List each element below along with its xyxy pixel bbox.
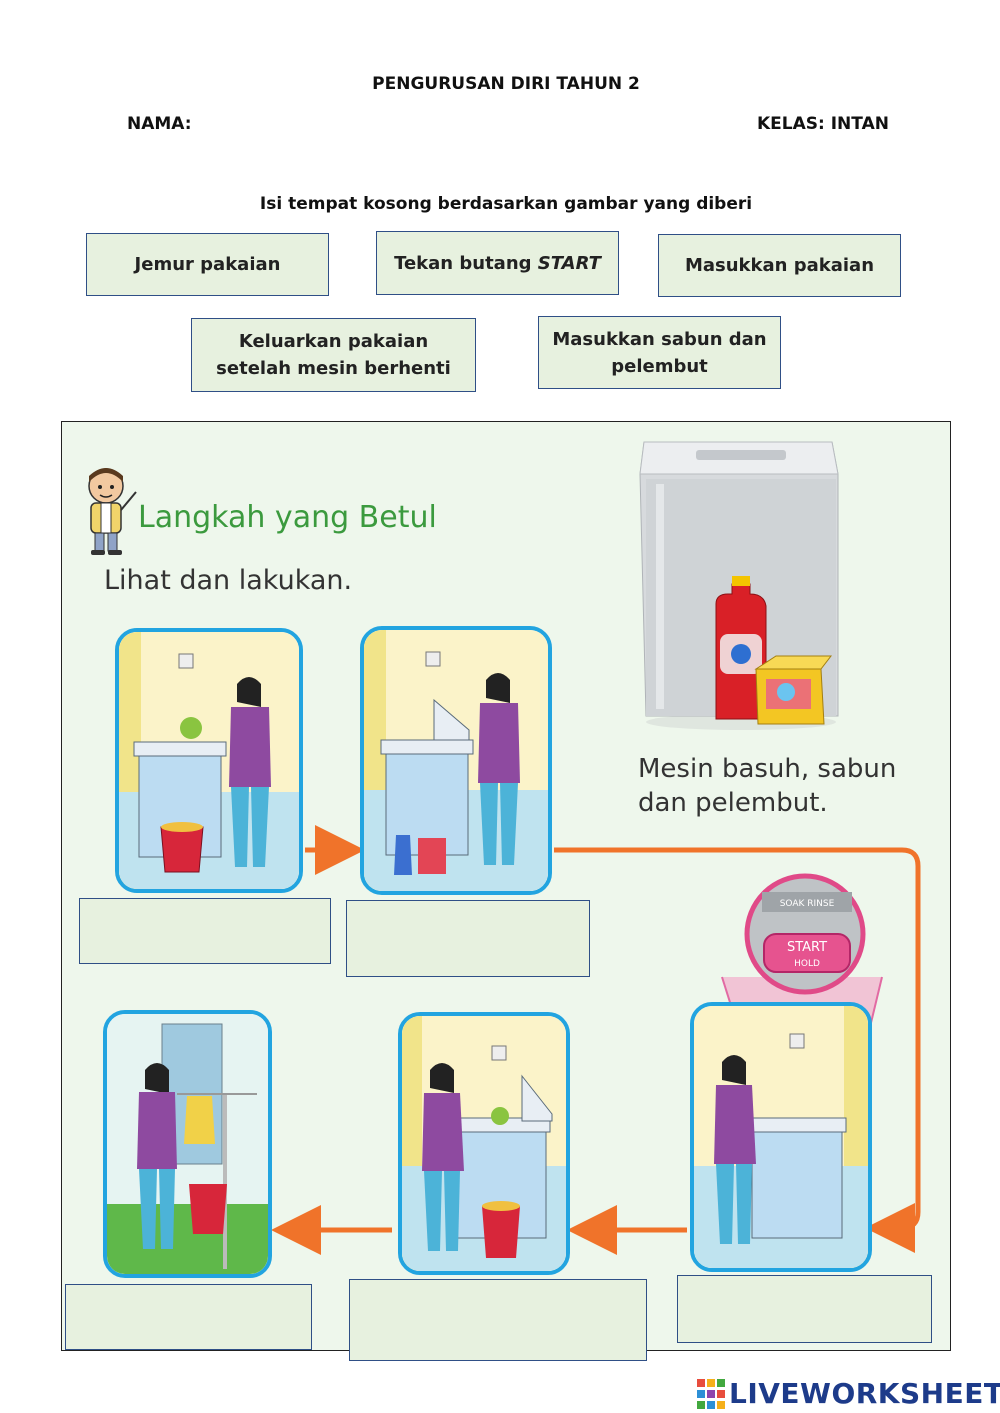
option-label-line1: Masukkan sabun dan [552,328,767,350]
name-label: NAMA: [127,114,192,134]
start-label: START [787,940,827,955]
option-keluarkan-pakaian[interactable]: Keluarkan pakaian setelah mesin berhenti [191,318,476,392]
svg-text:SOAK RINSE: SOAK RINSE [780,899,835,909]
option-label-prefix: Tekan butang [394,252,538,274]
option-label: Tekan butang START [394,250,601,277]
hold-label: HOLD [794,959,820,969]
answer-box-step-3[interactable] [677,1275,932,1343]
option-masukkan-sabun[interactable]: Masukkan sabun dan pelembut [538,316,781,389]
step-card-2 [360,626,552,895]
panel-subheading: Lihat dan lakukan. [104,565,353,596]
option-label-line2: setelah mesin berhenti [216,358,451,379]
answer-box-step-2[interactable] [346,900,590,977]
instruction-text: Isi tempat kosong berdasarkan gambar yan… [259,194,753,214]
answer-box-step-4[interactable] [349,1279,647,1361]
caption-line2: dan pelembut. [638,788,828,818]
option-label-line1: Keluarkan pakaian [238,331,429,352]
step-card-1 [115,628,303,893]
flow-arrows [271,825,921,1255]
washing-machine-photo [639,441,839,730]
option-label-line2: pelembut [611,355,708,377]
brand-text: LIVEWORKSHEETS [729,1377,1000,1410]
option-masukkan-pakaian[interactable]: Masukkan pakaian [658,234,901,297]
liveworksheets-logo: LIVEWORKSHEETS [697,1377,1000,1410]
class-label: KELAS: INTAN [757,114,889,134]
teacher-mascot-icon [88,468,137,555]
option-label: Jemur pakaian [134,254,281,275]
option-tekan-butang-start[interactable]: Tekan butang START [376,231,619,295]
step-card-4 [398,1012,570,1275]
worksheet-title: PENGURUSAN DIRI TAHUN 2 [372,74,640,94]
option-label-italic: START [537,252,601,274]
illustration-panel: Langkah yang Betul Lihat dan lakukan. Me… [61,421,951,1361]
liveworksheets-logo-icon [697,1378,725,1409]
caption-line1: Mesin basuh, sabun [638,754,897,784]
step-card-5 [103,1010,272,1278]
answer-box-step-1[interactable] [79,898,331,964]
option-label: Masukkan pakaian [684,255,875,276]
option-jemur-pakaian[interactable]: Jemur pakaian [86,233,329,296]
arrow-step2-to-step3 [554,847,921,1253]
answer-box-step-5[interactable] [65,1284,312,1350]
step-card-3 [690,1002,872,1272]
panel-heading: Langkah yang Betul [138,500,437,535]
